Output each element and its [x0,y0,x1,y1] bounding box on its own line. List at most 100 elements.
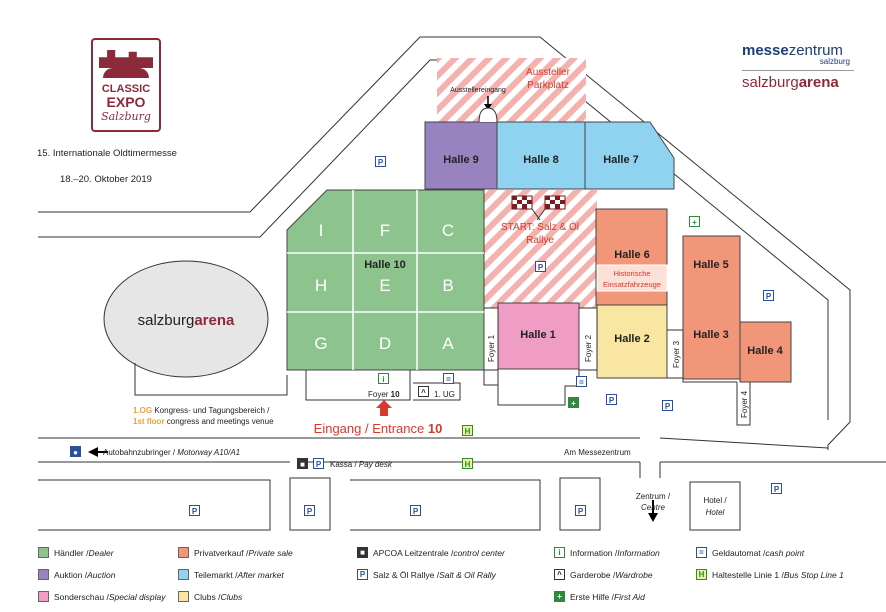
hall-9[interactable] [424,121,498,190]
info-icon: i [378,373,389,384]
zentrum-label: Zentrum / [636,492,671,501]
legend-clubs: Clubs / Clubs [178,591,242,602]
hall-9-label: Halle 9 [443,154,478,166]
hall-7-label: Halle 7 [603,154,638,166]
parking-icon: P [763,290,774,301]
motorway-label: Autobahnzubringer / Motorway A10/A1 [103,448,241,457]
parking-icon: P [606,394,617,405]
legend-parts: Teilemarkt / After market [178,569,284,580]
arena-label: salzburgarena [138,312,235,329]
legend-firstaid: +Erste Hilfe / First Aid [554,591,645,602]
car-icon [103,68,149,78]
parking-icon: P [535,261,546,272]
parking-icon: P [575,505,586,516]
centre-label: Centre [641,503,666,512]
legend-special: Sonderschau / Special display [38,591,166,602]
logo-expo: EXPO [106,94,146,110]
legend-wardrobe: ^Garderobe / Wardrobe [554,569,653,580]
hall-10-label: Halle 10 [364,259,406,271]
historische-line2: Einsatzfahrzeuge [603,280,661,289]
parking-icon: P [410,505,421,516]
first-aid-icon: + [689,216,700,227]
hall-7[interactable] [584,121,675,190]
zone-h: H [315,276,327,295]
logo-salzburg: Salzburg [101,110,151,123]
logo-classic: CLASSIC [101,83,151,95]
legend-apcoa: ■APCOA Leitzentrale / control center [357,547,505,558]
bus-stop-icon: H [462,425,473,436]
hall-2[interactable] [596,304,668,379]
start-line1: START: Salz & Öl [501,221,579,233]
zone-c: C [442,221,454,240]
zone-d: D [379,334,391,353]
legend-private: Privatverkauf / Private sale [178,547,293,558]
road-outline [38,36,886,463]
street-label: Am Messezentrum [564,448,631,457]
pedestrian-icon: ● [70,446,81,457]
messezentrum-logo: messezentrum salzburg salzburgarena [742,42,854,91]
motorway-arrow-icon [88,447,98,457]
og-line2: 1st floor congress and meetings venue [133,417,274,426]
arena-building [103,260,269,378]
foyer-4-label: Foyer 4 [740,390,749,418]
hall-8[interactable] [496,121,586,190]
castle-icon [99,50,153,68]
parking-icon: P [304,505,315,516]
hall-10-zones: I F C H E B G D A [314,221,454,353]
entrance-arrow-icon [376,400,392,416]
foyer-1-label: Foyer 1 [487,334,496,362]
control-center-icon: ■ [297,458,308,469]
atm-icon: = [576,376,587,387]
hall-5[interactable] [682,235,741,380]
legend-dealer: Händler / Dealer [38,547,114,558]
zone-b: B [442,276,453,295]
bus-stop-icon: H [462,458,473,469]
event-dates: 18.–20. Oktober 2019 [60,174,152,185]
legend-auction: Auktion / Auction [38,569,115,580]
hall-2-label: Halle 2 [614,333,649,345]
parking-icon: P [771,483,782,494]
foyer-3-label: Foyer 3 [672,340,681,368]
parking-icon: P [313,458,324,469]
hotel-label: Hotel / [703,496,727,505]
hotel-label-en: Hotel [706,508,725,517]
hall-8-label: Halle 8 [523,154,558,166]
legend-atm: =Geldautomat / cash point [696,547,804,558]
atm-icon: = [443,373,454,384]
parking-icon: P [662,400,673,411]
hall-3-label: Halle 3 [693,329,728,341]
event-title: 15. Internationale Oldtimermesse [37,148,177,159]
checkered-flags [511,195,566,221]
classic-expo-logo: CLASSIC EXPO Salzburg [91,38,161,132]
foyer-10-label: Foyer 10 [368,390,400,399]
centre-arrow-icon [648,513,658,522]
zone-a: A [442,334,454,353]
foyer-2-label: Foyer 2 [584,334,593,362]
hall-1-label: Halle 1 [520,329,555,341]
zone-g: G [314,334,327,353]
hall-4[interactable] [739,321,792,383]
exhibitor-parking [437,58,586,122]
rally-start-area [484,190,597,308]
first-aid-icon: + [568,397,579,408]
zone-e: E [379,276,390,295]
hall-6-label: Halle 6 [614,249,649,261]
ausstellereingang-label: Ausstellereingang [450,87,506,94]
entrance-label: Eingang / Entrance 10 [314,421,443,436]
hall-5-label: Halle 5 [693,259,728,271]
wardrobe-icon: ^ [418,386,429,397]
historische-line1: Historische [613,269,650,278]
aussteller-line2: Parkplatz [527,80,569,91]
hall-1[interactable] [497,302,580,370]
parking-icon: P [189,505,200,516]
hall-4-label: Halle 4 [747,345,783,357]
lower-buildings [38,462,741,531]
parking-icon: P [375,156,386,167]
og-line1: 1.OG Kongress- und Tagungsbereich / [133,406,270,415]
hall-10[interactable] [286,189,485,371]
ug-label: 1. UG [434,390,455,399]
